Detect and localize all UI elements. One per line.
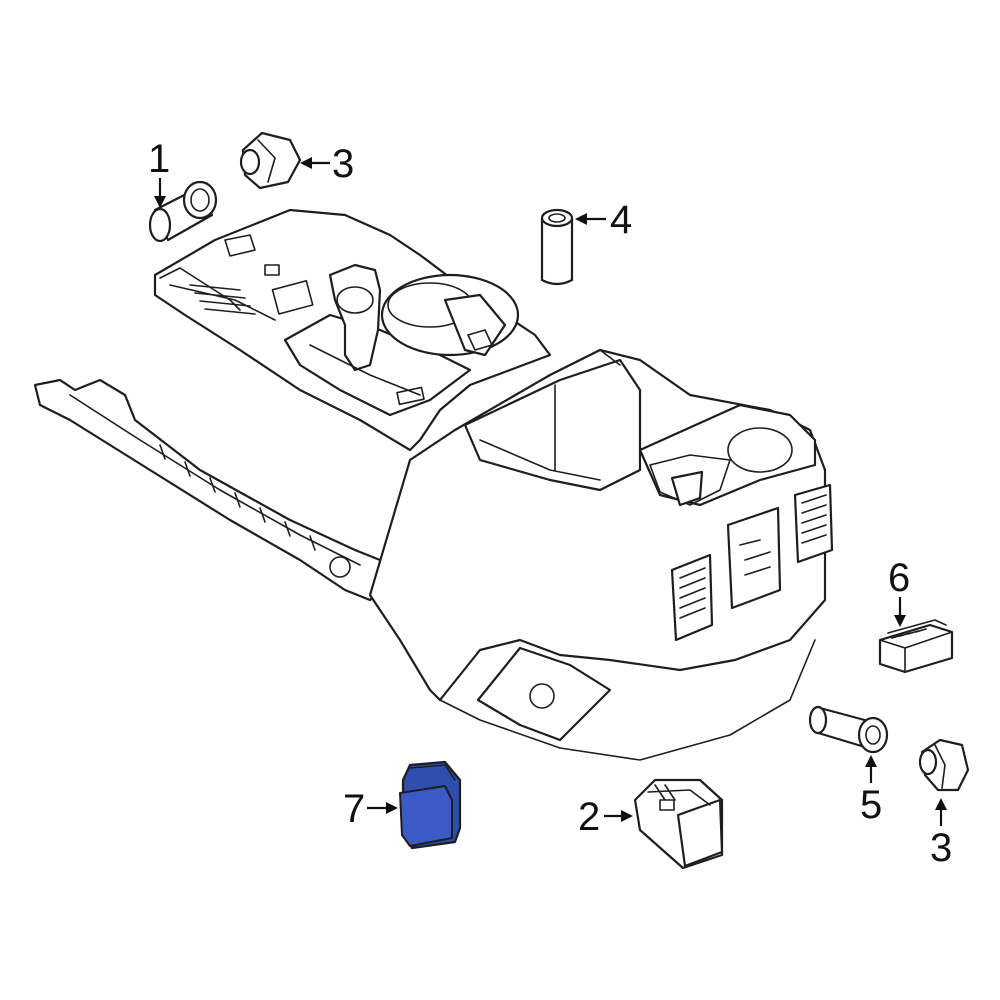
callout-label: 3 [930, 826, 952, 870]
callout-7: 7 [343, 787, 398, 831]
part-3-cap-bottom [918, 738, 970, 792]
callout-4: 4 [575, 198, 632, 242]
part-7-switch-highlighted[interactable] [399, 760, 462, 850]
callout-label: 1 [148, 137, 170, 181]
callout-label: 2 [578, 795, 600, 839]
callout-label: 7 [343, 787, 365, 831]
callout-label: 4 [610, 198, 632, 242]
part-2-switch-housing [633, 778, 724, 870]
callout-3-bottom: 3 [930, 798, 952, 870]
callout-2: 2 [578, 795, 633, 839]
callout-label: 6 [888, 556, 910, 600]
callout-label: 3 [332, 142, 354, 186]
part-4-sleeve [540, 208, 574, 286]
callout-label: 5 [860, 783, 882, 827]
callout-3-top: 3 [300, 142, 354, 186]
center-console-assembly [33, 208, 834, 761]
part-5-bushing [808, 705, 889, 754]
callout-5: 5 [860, 755, 882, 827]
part-3-cap-top [239, 131, 302, 190]
callout-6: 6 [888, 556, 910, 627]
callout-1: 1 [148, 137, 170, 208]
part-6-connector [878, 619, 954, 674]
part-1-bushing [148, 180, 218, 243]
